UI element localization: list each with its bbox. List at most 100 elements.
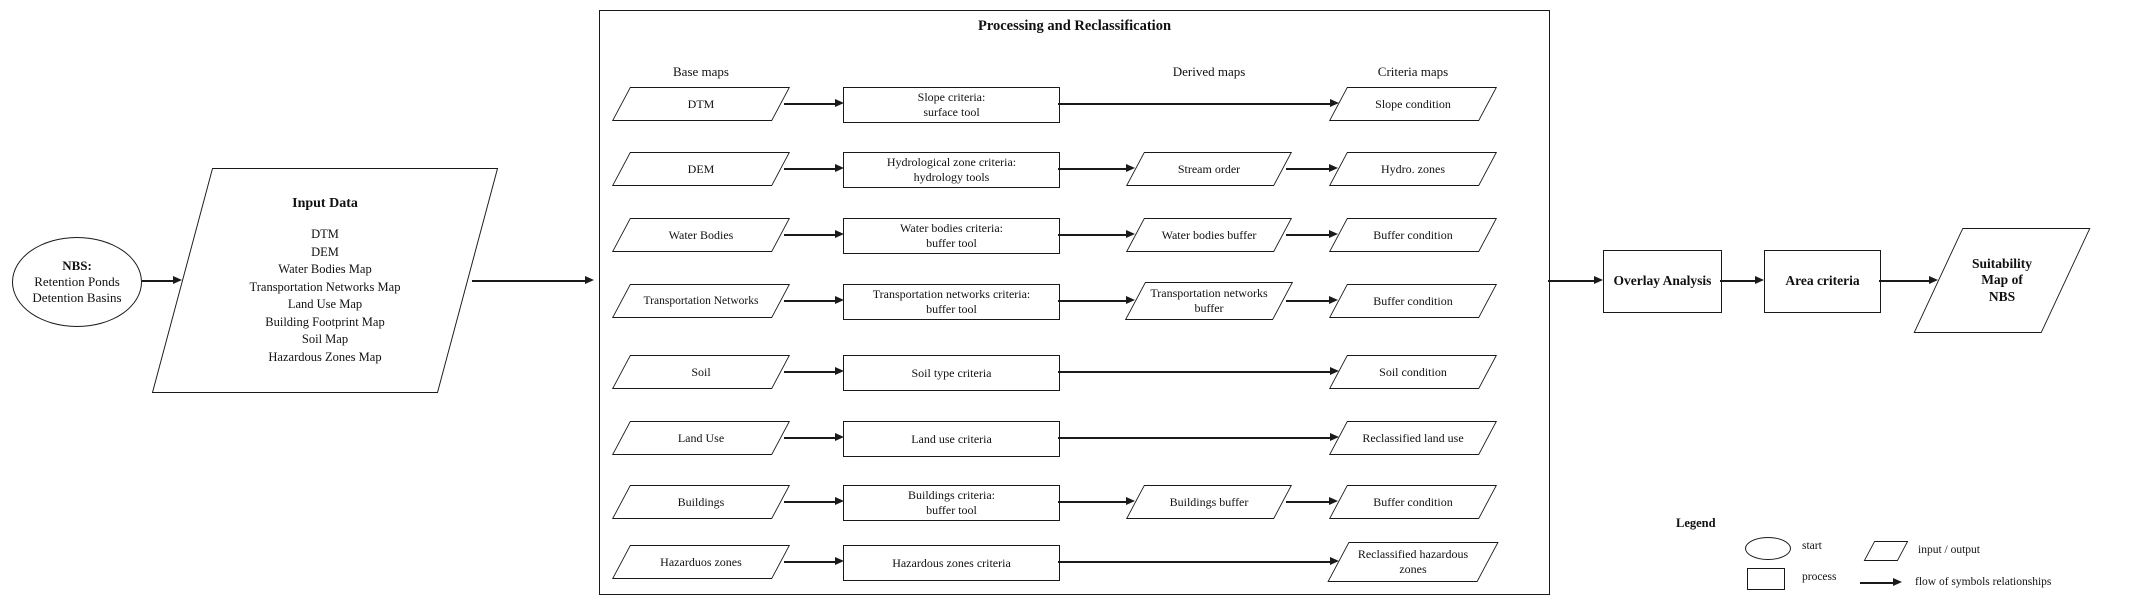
flow-arrow bbox=[784, 557, 844, 565]
base-map-label: DEM bbox=[687, 161, 715, 176]
base-map-label: Water Bodies bbox=[668, 227, 734, 242]
suitability-map-label: Map of bbox=[1981, 272, 2023, 288]
process-node: Transportation networks criteria: buffer… bbox=[843, 284, 1060, 320]
process-node: Land use criteria bbox=[843, 421, 1060, 457]
flow-arrow-overlay-to-area bbox=[1720, 276, 1764, 284]
base-map-node: DEM bbox=[621, 152, 781, 186]
criteria-map-label: Hydro. zones bbox=[1381, 161, 1445, 176]
criteria-map-label: Buffer condition bbox=[1373, 293, 1453, 308]
criteria-map-node: Buffer condition bbox=[1338, 284, 1488, 318]
process-label: buffer tool bbox=[926, 302, 977, 316]
legend-start-label: start bbox=[1802, 540, 1822, 552]
process-node: Buildings criteria: buffer tool bbox=[843, 485, 1060, 521]
column-header-base-maps: Base maps bbox=[673, 64, 729, 79]
flow-arrow-input-to-processing bbox=[472, 276, 594, 284]
criteria-map-node: Hydro. zones bbox=[1338, 152, 1488, 186]
process-label: hydrology tools bbox=[913, 170, 990, 184]
start-line: Detention Basins bbox=[32, 289, 122, 305]
column-header-derived-maps: Derived maps bbox=[1172, 64, 1246, 79]
flow-arrow-processing-to-overlay bbox=[1548, 276, 1603, 284]
process-node: Water bodies criteria: buffer tool bbox=[843, 218, 1060, 254]
legend-start-symbol bbox=[1745, 537, 1791, 560]
criteria-map-node: Reclassified land use bbox=[1338, 421, 1488, 455]
process-label: Hazardous zones criteria bbox=[892, 555, 1011, 570]
process-node: Slope criteria: surface tool bbox=[843, 87, 1060, 123]
base-map-node: DTM bbox=[621, 87, 781, 121]
column-header-criteria-maps: Criteria maps bbox=[1377, 64, 1449, 79]
legend-title: Legend bbox=[1676, 516, 1716, 530]
derived-map-node: Stream order bbox=[1135, 152, 1283, 186]
base-map-node: Transportation Networks bbox=[621, 284, 781, 318]
input-data-parallelogram: Input Data DTM DEM Water Bodies Map Tran… bbox=[182, 168, 468, 393]
base-map-label: Hazarduos zones bbox=[660, 554, 742, 569]
base-map-node: Buildings bbox=[621, 485, 781, 519]
legend-input-output-label: input / output bbox=[1918, 544, 1980, 556]
legend-process-label: process bbox=[1802, 571, 1837, 583]
process-label: Water bodies criteria: bbox=[900, 221, 1003, 236]
flow-arrow bbox=[1058, 164, 1135, 172]
flow-arrow bbox=[784, 99, 844, 107]
flow-arrow bbox=[784, 230, 844, 238]
process-label: Slope criteria: bbox=[917, 90, 986, 105]
input-data-item: DEM bbox=[311, 244, 339, 259]
process-node: Hazardous zones criteria bbox=[843, 545, 1060, 581]
legend-input-output-symbol bbox=[1869, 541, 1903, 561]
input-data-item: Building Footprint Map bbox=[265, 314, 385, 329]
process-label: buffer tool bbox=[926, 503, 977, 517]
flow-arrow bbox=[1286, 164, 1338, 172]
overlay-analysis-box: Overlay Analysis bbox=[1603, 250, 1722, 313]
process-node: Soil type criteria bbox=[843, 355, 1060, 391]
base-map-label: DTM bbox=[687, 96, 715, 111]
area-criteria-label: Area criteria bbox=[1785, 273, 1860, 289]
criteria-map-label: Soil condition bbox=[1379, 364, 1447, 379]
flow-arrow bbox=[1058, 99, 1339, 107]
input-data-item: Soil Map bbox=[301, 332, 349, 347]
process-label: Buildings criteria: bbox=[908, 488, 995, 503]
criteria-map-node: Reclassified hazardous zones bbox=[1338, 542, 1488, 582]
legend-flow-arrow-symbol bbox=[1860, 578, 1902, 586]
process-label: Soil type criteria bbox=[911, 365, 992, 380]
process-label: buffer tool bbox=[926, 236, 977, 250]
area-criteria-box: Area criteria bbox=[1764, 250, 1881, 313]
legend-process-symbol bbox=[1747, 568, 1785, 590]
flow-arrow-area-to-output bbox=[1879, 276, 1938, 284]
derived-map-label: Water bodies buffer bbox=[1161, 227, 1257, 242]
input-data-item: Water Bodies Map bbox=[278, 262, 372, 277]
derived-map-node: Water bodies buffer bbox=[1135, 218, 1283, 252]
base-map-label: Buildings bbox=[677, 494, 725, 509]
base-map-node: Soil bbox=[621, 355, 781, 389]
criteria-map-node: Slope condition bbox=[1338, 87, 1488, 121]
processing-section-box: Processing and Reclassification Base map… bbox=[599, 10, 1550, 595]
criteria-map-label: Buffer condition bbox=[1373, 494, 1453, 509]
start-ellipse: NBS: Retention Ponds Detention Basins bbox=[12, 237, 142, 327]
flow-arrow bbox=[784, 296, 844, 304]
derived-map-node: Transportation networks buffer bbox=[1135, 282, 1283, 320]
base-map-label: Soil bbox=[691, 364, 711, 379]
flow-arrow bbox=[1058, 367, 1339, 375]
flow-arrow bbox=[1286, 497, 1338, 505]
flow-arrow bbox=[784, 497, 844, 505]
flow-arrow bbox=[1058, 230, 1135, 238]
flow-arrow bbox=[1058, 497, 1135, 505]
flow-arrow bbox=[1286, 296, 1338, 304]
derived-map-label: Buildings buffer bbox=[1169, 494, 1249, 509]
criteria-map-label: Buffer condition bbox=[1373, 227, 1453, 242]
derived-map-node: Buildings buffer bbox=[1135, 485, 1283, 519]
input-data-item: Land Use Map bbox=[287, 297, 363, 312]
input-data-item: Hazardous Zones Map bbox=[268, 349, 382, 364]
flow-arrow bbox=[784, 164, 844, 172]
derived-map-label: Stream order bbox=[1177, 161, 1241, 176]
flow-arrow bbox=[1058, 557, 1339, 565]
start-line: Retention Ponds bbox=[34, 274, 120, 290]
input-data-item: Transportation Networks Map bbox=[249, 279, 401, 294]
processing-title: Processing and Reclassification bbox=[977, 18, 1172, 34]
process-label: Transportation networks criteria: bbox=[872, 287, 1031, 302]
flow-arrow bbox=[1058, 296, 1135, 304]
derived-map-label: buffer bbox=[1194, 301, 1224, 315]
base-map-node: Hazarduos zones bbox=[621, 545, 781, 579]
process-node: Hydrological zone criteria: hydrology to… bbox=[843, 152, 1060, 188]
process-label: Hydrological zone criteria: bbox=[886, 155, 1017, 170]
flow-arrow-start-to-input bbox=[142, 276, 182, 284]
criteria-map-label: Reclassified land use bbox=[1362, 430, 1464, 445]
